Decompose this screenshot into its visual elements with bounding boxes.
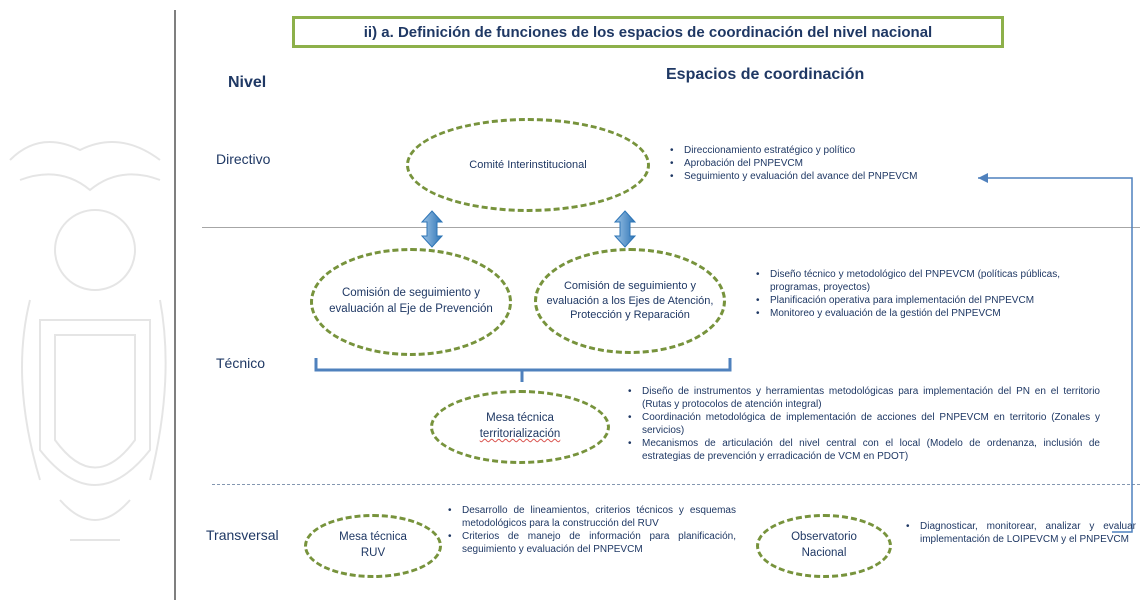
- list-item: Monitoreo y evaluación de la gestión del…: [754, 307, 1060, 320]
- list-item: Seguimiento y evaluación del avance del …: [668, 170, 968, 183]
- ruv-functions: Desarrollo de lineamientos, criterios té…: [446, 504, 736, 556]
- slide-title: ii) a. Definición de funciones de los es…: [292, 16, 1004, 48]
- comision-ejes-node: Comisión de seguimiento y evaluación a l…: [534, 248, 726, 354]
- header-nivel: Nivel: [228, 74, 267, 91]
- header-espacios: Espacios de coordinación: [666, 66, 865, 83]
- comision-prevencion-label: Comisión de seguimiento y evaluación al …: [329, 287, 493, 315]
- directivo-separator: [202, 227, 1140, 228]
- observatorio-functions: Diagnosticar, monitorear, analizar y eva…: [904, 520, 1136, 546]
- coat-of-arms-watermark: [9, 141, 167, 541]
- level-directivo: Directivo: [216, 151, 271, 167]
- list-item: Mecanismos de articulación del nivel cen…: [626, 437, 1100, 463]
- list-item: Desarrollo de lineamientos, criterios té…: [446, 504, 736, 530]
- comision-prevencion-node: Comisión de seguimiento y evaluación al …: [310, 248, 512, 356]
- comision-ejes-label: Comisión de seguimiento y evaluación a l…: [546, 279, 714, 322]
- mesa-territorializacion-functions: Diseño de instrumentos y herramientas me…: [626, 385, 1100, 463]
- level-tecnico: Técnico: [216, 355, 266, 371]
- list-item: Diseño técnico y metodológico del PNPEVC…: [754, 268, 1060, 294]
- left-divider: [174, 10, 176, 600]
- list-item: Direccionamiento estratégico y político: [668, 144, 968, 157]
- comisiones-functions: Diseño técnico y metodológico del PNPEVC…: [754, 268, 1060, 320]
- list-item: Coordinación metodológica de implementac…: [626, 411, 1100, 437]
- mesa-territorializacion-node: Mesa técnica territorialización: [430, 390, 610, 464]
- mesa-territorializacion-line2: territorialización: [479, 428, 561, 440]
- double-arrow-left: [420, 210, 444, 248]
- directivo-functions: Direccionamiento estratégico y político …: [668, 144, 968, 183]
- tecnico-brace: [314, 358, 732, 382]
- feedback-line: [978, 177, 1133, 533]
- list-item: Aprobación del PNPEVCM: [668, 157, 968, 170]
- list-item: Criterios de manejo de información para …: [446, 530, 736, 556]
- mesa-territorializacion-line1: Mesa técnica: [486, 412, 554, 425]
- observatorio-node: Observatorio Nacional: [756, 514, 892, 578]
- mesa-ruv-node: Mesa técnica RUV: [304, 514, 442, 578]
- transversal-separator: [212, 484, 1140, 485]
- level-transversal: Transversal: [206, 527, 279, 543]
- list-item: Diseño de instrumentos y herramientas me…: [626, 385, 1100, 411]
- list-item: Planificación operativa para implementac…: [754, 294, 1060, 307]
- feedback-arrowhead: [978, 173, 988, 183]
- list-item: Diagnosticar, monitorear, analizar y eva…: [904, 520, 1136, 546]
- double-arrow-right: [613, 210, 637, 248]
- comite-interinstitucional-node: Comité Interinstitucional: [406, 118, 650, 212]
